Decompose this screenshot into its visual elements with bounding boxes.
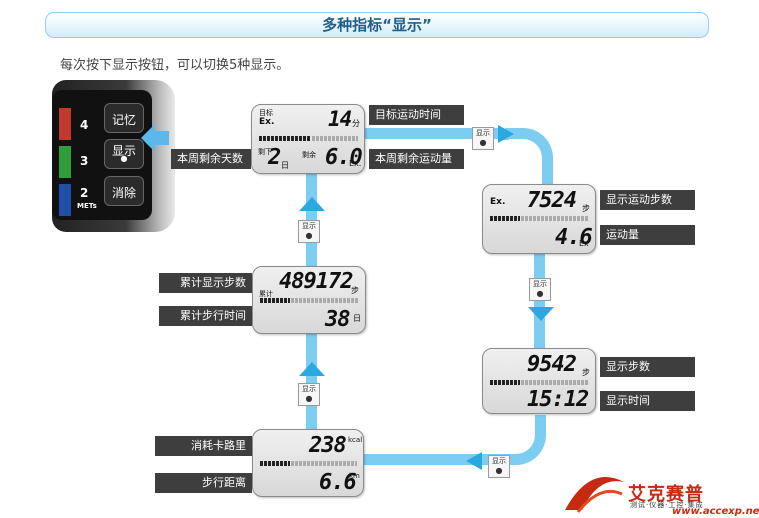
progress-track: [291, 461, 357, 466]
label-steps: 显示步数: [600, 357, 695, 377]
total-days-unit: 日: [353, 314, 361, 323]
arrow-down-icon: [528, 307, 554, 321]
lcd-screen-steps: 9542 步 15:12: [482, 348, 596, 414]
flow-track-bottom: [355, 454, 505, 465]
days-value: 2: [268, 145, 281, 170]
progress-track: [521, 216, 589, 221]
label-total-steps: 累计显示步数: [159, 273, 252, 293]
total-tag: 累计: [259, 290, 273, 298]
distance-value: 6.6: [319, 470, 357, 495]
instruction-text: 每次按下显示按钮，可以切换5种显示。: [60, 58, 290, 73]
brand-name: 艾克赛普: [628, 484, 704, 505]
calorie-value: 238: [309, 433, 347, 458]
met-unit: METs: [77, 202, 97, 210]
flow-track-top: [360, 128, 500, 139]
display-button[interactable]: 显示●: [529, 278, 551, 301]
exercise-amount: 4.6: [555, 225, 593, 250]
display-device-button-label: 显示: [111, 144, 136, 158]
met-strip-red: [59, 108, 71, 140]
label-exercise-left: 本周剩余运动量: [369, 149, 464, 169]
arrow-up-icon: [299, 362, 325, 376]
section-header: 多种指标“显示”: [45, 12, 709, 38]
target-tag: 目标: [259, 109, 273, 117]
lcd-screen-calorie: 238 kcal 6.6 km: [252, 429, 364, 497]
total-steps-unit: 步: [351, 286, 359, 295]
brand-logo-icon: [565, 476, 624, 513]
met-strip-blue: [59, 184, 71, 216]
arrow-up-icon: [299, 197, 325, 211]
calorie-unit: kcal: [348, 436, 363, 444]
target-value: 14: [328, 107, 352, 131]
remain-value: 6.0: [325, 145, 363, 170]
total-steps: 489172: [279, 269, 353, 294]
arrow-right-icon: [498, 125, 514, 143]
time-value: 15:12: [527, 387, 589, 412]
pointer-arrow-icon: [141, 124, 169, 152]
progress-bar: [259, 136, 311, 141]
progress-bar: [490, 216, 520, 221]
clear-button-label: 消除: [111, 186, 136, 200]
target-label: Ex.: [259, 117, 275, 127]
exercise-amount-unit: Ex: [579, 239, 589, 248]
display-button[interactable]: 显示●: [298, 383, 320, 406]
met-strip-green: [59, 146, 71, 178]
remain-unit: Ex.: [349, 159, 362, 168]
step-count: 9542: [527, 352, 577, 377]
label-calorie: 消耗卡路里: [155, 436, 252, 456]
label-exercise-steps: 显示运动步数: [600, 190, 695, 210]
days-tag: 剩下: [258, 148, 272, 156]
met-level: 4: [80, 118, 89, 132]
flow-track-left-lower: [306, 330, 317, 430]
progress-track: [521, 380, 589, 385]
display-device-button[interactable]: [104, 139, 144, 169]
device-panel: 4 3 2 METs 记忆 显示 ● 消除: [52, 90, 152, 220]
label-target-time: 目标运动时间: [369, 105, 464, 125]
lcd-screen-exercise: Ex. 7524 步 4.6 Ex: [482, 184, 596, 254]
brand-url: www.accexp.net: [672, 506, 759, 517]
lcd-screen-target: 目标 Ex. 14 分 剩下 2 日 剩余 6.0 Ex.: [251, 104, 365, 174]
met-level: 3: [80, 154, 89, 168]
total-days: 38: [325, 307, 350, 332]
display-button[interactable]: 显示●: [488, 455, 510, 478]
step-count-unit: 步: [582, 368, 590, 377]
clear-button[interactable]: [104, 176, 144, 206]
flow-track-right-lower: [500, 415, 546, 465]
memory-button[interactable]: [104, 103, 144, 133]
label-total-time: 累计步行时间: [159, 306, 252, 326]
progress-bar: [260, 298, 290, 303]
progress-bar: [260, 461, 290, 466]
section-title: 多种指标“显示”: [322, 16, 432, 34]
label-distance: 步行距离: [155, 473, 252, 493]
progress-track: [291, 298, 359, 303]
label-time: 显示时间: [600, 391, 695, 411]
progress-track: [312, 136, 358, 141]
display-button[interactable]: 显示●: [472, 127, 494, 150]
memory-button-label: 记忆: [111, 113, 136, 127]
remain-tag: 剩余: [302, 151, 316, 159]
days-unit: 日: [281, 161, 289, 170]
flow-track-right-curve: [505, 128, 553, 188]
pedometer-device: 4 3 2 METs 记忆 显示 ● 消除: [52, 80, 175, 232]
label-days-left: 本周剩余天数: [171, 149, 251, 169]
dot-icon: ●: [120, 154, 128, 163]
distance-unit: km: [349, 472, 360, 480]
brand-tagline: 测试·仪器·工控·集成: [630, 501, 704, 509]
arrow-left-icon: [466, 452, 482, 470]
exercise-steps: 7524: [527, 188, 577, 213]
met-level: 2: [80, 186, 89, 200]
lcd-screen-total: 489172 步 累计 38 日: [252, 266, 366, 334]
progress-bar: [490, 380, 520, 385]
exercise-label: Ex.: [490, 197, 506, 207]
label-exercise-amount: 运动量: [600, 225, 695, 245]
display-button[interactable]: 显示●: [298, 220, 320, 243]
exercise-steps-unit: 步: [582, 204, 590, 213]
target-unit: 分: [352, 119, 360, 128]
